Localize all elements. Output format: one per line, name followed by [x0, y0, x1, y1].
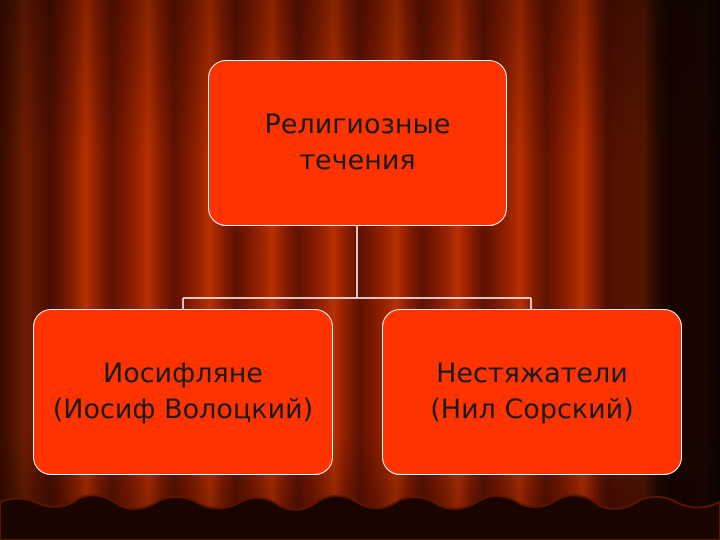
node-nestyazhateli: Нестяжатели (Нил Сорский)	[382, 309, 682, 475]
node-root-line1: Религиозные	[264, 108, 451, 140]
node-left-line1: Иосифляне	[103, 357, 263, 389]
curtain-hem-decoration	[0, 494, 720, 540]
node-religious-movements: Религиозные течения	[208, 60, 507, 226]
node-iosiflyane: Иосифляне (Иосиф Волоцкий)	[33, 309, 333, 475]
node-right-line1: Нестяжатели	[436, 357, 628, 389]
node-root-line2: течения	[299, 145, 416, 176]
node-right-line2: (Нил Сорский)	[430, 394, 634, 425]
node-left-line2: (Иосиф Волоцкий)	[52, 394, 314, 425]
